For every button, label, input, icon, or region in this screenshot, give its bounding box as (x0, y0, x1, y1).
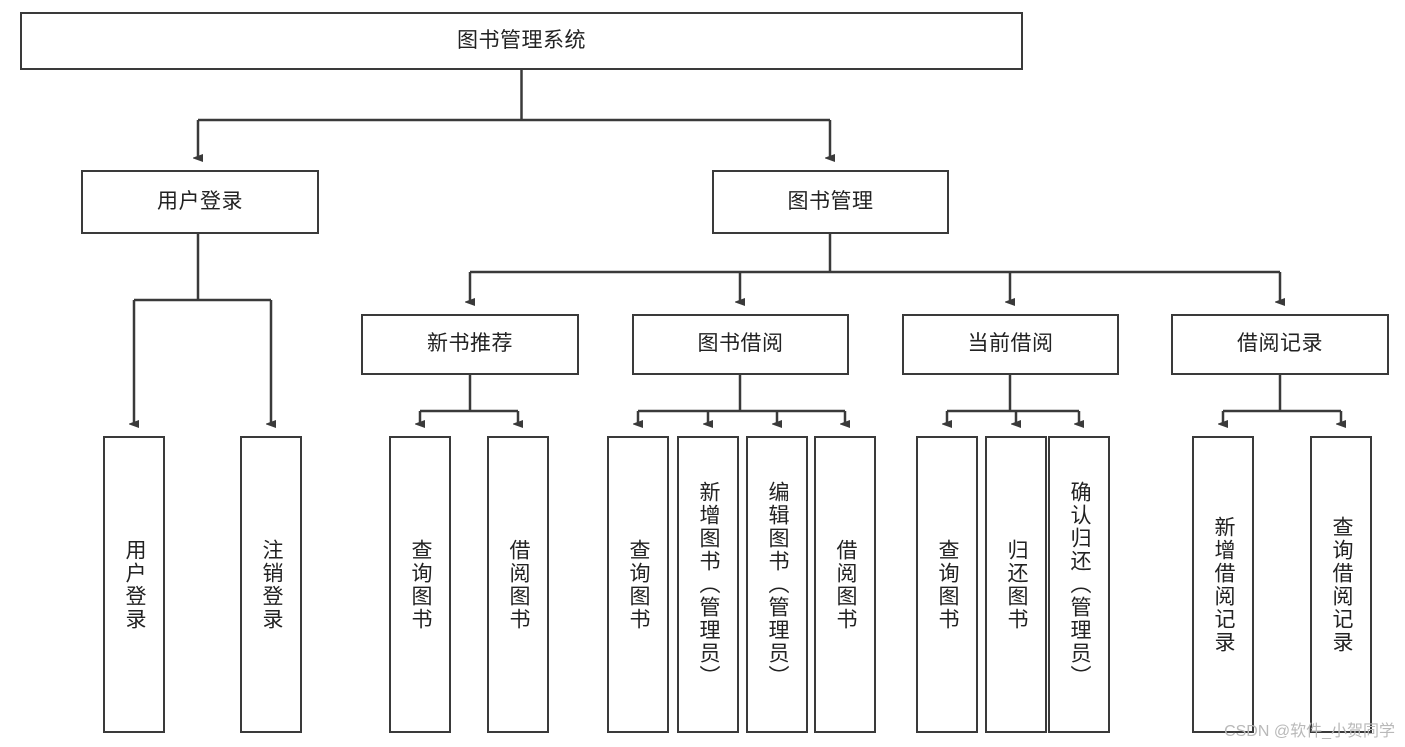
node-leaf-query-borrow-record[interactable]: 查询借阅记录 (1310, 436, 1372, 733)
node-user-login[interactable]: 用户登录 (81, 170, 319, 234)
node-leaf-query-borrow-record-label: 查询借阅记录 (1330, 515, 1354, 654)
node-leaf-user-logout[interactable]: 注销登录 (240, 436, 302, 733)
node-new-book-rec-label: 新书推荐 (427, 332, 513, 356)
node-leaf-edit-book-admin[interactable]: 编辑图书（管理员） (746, 436, 808, 733)
node-leaf-borrow-query-book-label: 查询图书 (627, 538, 651, 631)
node-user-login-label: 用户登录 (157, 189, 243, 213)
node-book-borrow[interactable]: 图书借阅 (632, 314, 849, 375)
node-leaf-rec-borrow-book-label: 借阅图书 (507, 538, 531, 631)
node-leaf-return-book-label: 归还图书 (1005, 538, 1029, 631)
node-leaf-user-login-label: 用户登录 (123, 538, 147, 631)
node-current-borrow-label: 当前借阅 (967, 332, 1054, 356)
node-leaf-borrow-book-label: 借阅图书 (834, 538, 858, 631)
node-current-borrow[interactable]: 当前借阅 (902, 314, 1119, 375)
node-root-system[interactable]: 图书管理系统 (20, 12, 1023, 70)
node-leaf-add-borrow-record-label: 新增借阅记录 (1212, 515, 1236, 654)
node-leaf-add-book-admin-label: 新增图书（管理员） (697, 481, 721, 688)
node-book-manage[interactable]: 图书管理 (712, 170, 949, 234)
node-leaf-user-login[interactable]: 用户登录 (103, 436, 165, 733)
node-root-label: 图书管理系统 (457, 28, 586, 52)
node-borrow-record[interactable]: 借阅记录 (1171, 314, 1389, 375)
node-leaf-borrow-book[interactable]: 借阅图书 (814, 436, 876, 733)
node-book-borrow-label: 图书借阅 (697, 332, 784, 356)
node-leaf-add-book-admin[interactable]: 新增图书（管理员） (677, 436, 739, 733)
node-leaf-confirm-return-admin[interactable]: 确认归还（管理员） (1048, 436, 1110, 733)
node-leaf-rec-borrow-book[interactable]: 借阅图书 (487, 436, 549, 733)
node-leaf-cur-query-book-label: 查询图书 (936, 538, 960, 631)
node-new-book-rec[interactable]: 新书推荐 (361, 314, 579, 375)
node-leaf-rec-query-book-label: 查询图书 (409, 538, 433, 631)
node-leaf-cur-query-book[interactable]: 查询图书 (916, 436, 978, 733)
node-leaf-add-borrow-record[interactable]: 新增借阅记录 (1192, 436, 1254, 733)
node-leaf-rec-query-book[interactable]: 查询图书 (389, 436, 451, 733)
node-leaf-borrow-query-book[interactable]: 查询图书 (607, 436, 669, 733)
node-leaf-confirm-return-admin-label: 确认归还（管理员） (1068, 481, 1092, 688)
node-book-manage-label: 图书管理 (787, 189, 874, 213)
node-leaf-return-book[interactable]: 归还图书 (985, 436, 1047, 733)
node-leaf-edit-book-admin-label: 编辑图书（管理员） (766, 481, 790, 688)
node-borrow-record-label: 借阅记录 (1237, 332, 1323, 356)
node-leaf-user-logout-label: 注销登录 (260, 538, 284, 631)
